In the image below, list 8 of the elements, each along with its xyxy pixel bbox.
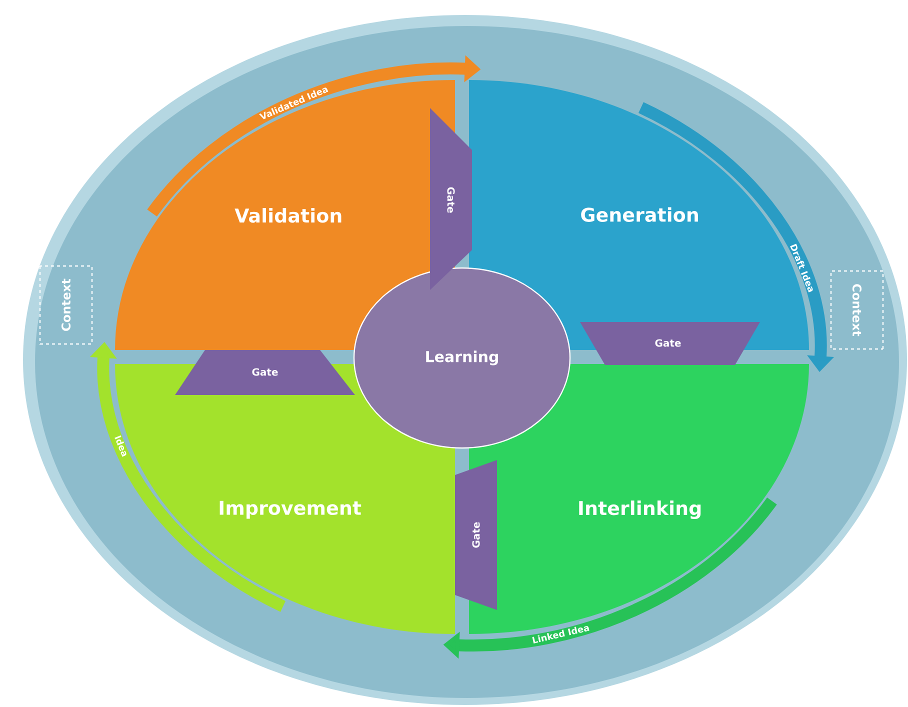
gate-trapezoid: Gate [455, 460, 497, 610]
gate-trapezoid: Gate [430, 108, 472, 290]
gate-trapezoid: Gate [580, 322, 760, 365]
context-box: Context [830, 270, 884, 350]
edge-label: Idea [114, 434, 130, 458]
edge-label: Draft Idea [789, 242, 816, 294]
gate-trapezoid: Gate [175, 350, 355, 395]
context-box: Context [39, 265, 93, 345]
